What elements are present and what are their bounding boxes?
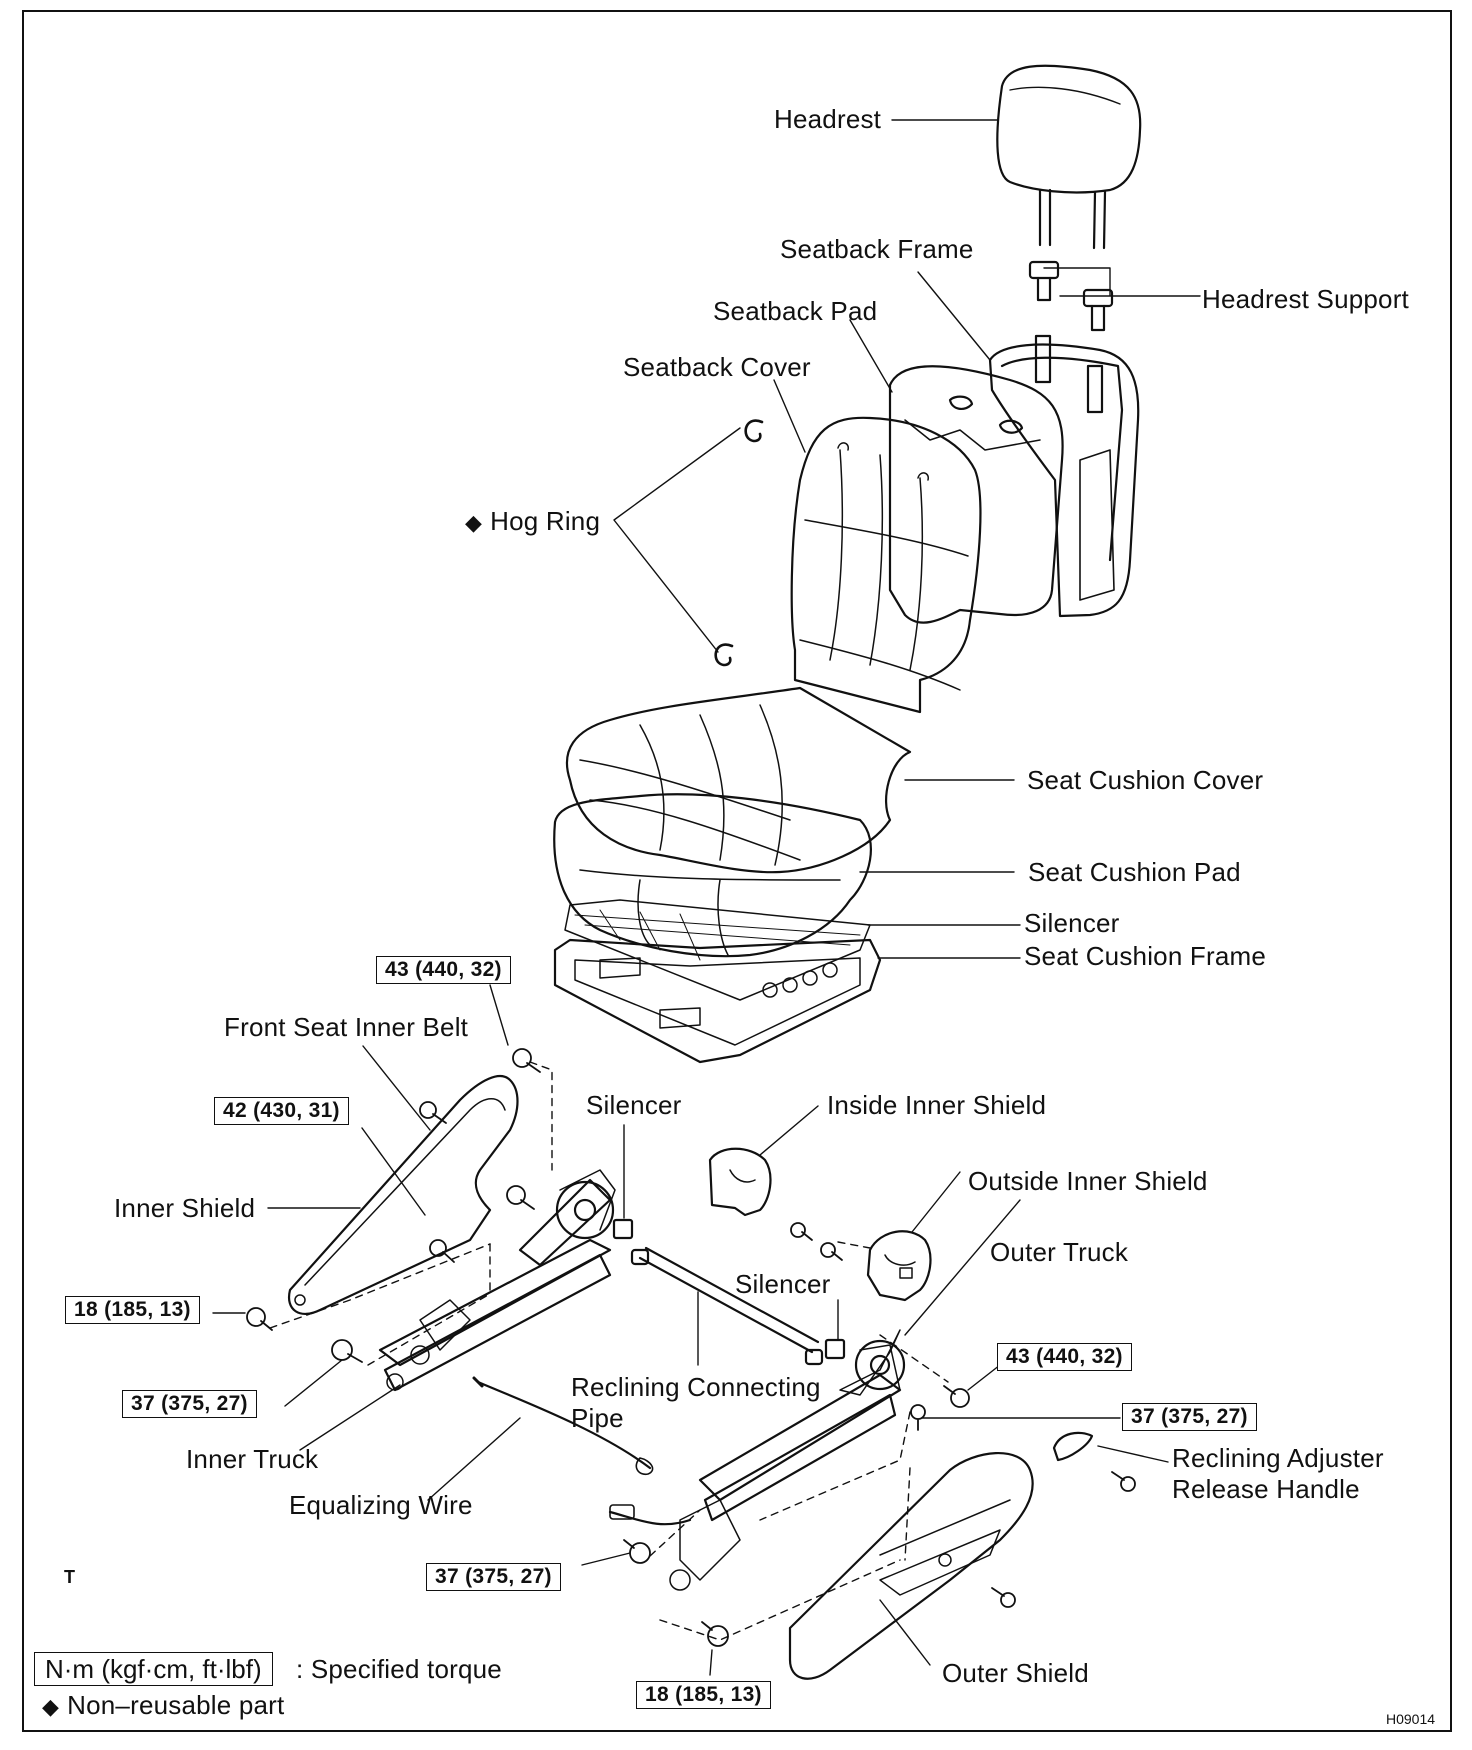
label-seatback-cover: Seatback Cover — [623, 352, 811, 382]
label-inner-truck: Inner Truck — [186, 1444, 319, 1474]
seatback-cover-drawing — [790, 416, 982, 714]
label-equalizing-wire: Equalizing Wire — [289, 1490, 473, 1520]
seatback-pad-drawing — [888, 365, 1064, 624]
label-headrest-support: Headrest Support — [1202, 284, 1409, 314]
hog-ring-drawing — [714, 419, 764, 667]
torque-43-right: 43 (440, 32) — [997, 1343, 1132, 1371]
leader-lines — [212, 119, 1201, 1676]
silencer-mesh-drawing — [564, 899, 871, 1001]
label-seatback-frame: Seatback Frame — [780, 234, 974, 264]
reclining-adjuster-release-handle-drawing — [1052, 1431, 1094, 1462]
outer-truck-drawing — [608, 1329, 906, 1591]
label-silencer-top: Silencer — [1024, 908, 1120, 938]
outer-shield-drawing — [788, 1451, 1034, 1680]
torque-37-right: 37 (375, 27) — [1122, 1403, 1257, 1431]
label-reclining-connecting-pipe-2: Pipe — [571, 1403, 624, 1433]
inside-inner-shield-drawing — [708, 1147, 772, 1217]
outside-inner-shield-drawing — [866, 1230, 932, 1302]
torque-43-top: 43 (440, 32) — [376, 956, 511, 984]
seat-cushion-pad-drawing — [553, 793, 872, 958]
label-hog-ring: ◆ Hog Ring — [465, 506, 600, 538]
headrest-drawing — [996, 64, 1142, 250]
label-silencer-low: Silencer — [735, 1269, 831, 1299]
dashed-assembly-lines — [269, 1061, 949, 1641]
nonreusable-legend-diamond-icon: ◆ — [42, 1694, 60, 1719]
corner-mark: T — [64, 1567, 76, 1587]
headrest-support-drawing — [1028, 260, 1114, 332]
label-seat-cushion-cover: Seat Cushion Cover — [1027, 765, 1264, 795]
legend-torque-text: : Specified torque — [296, 1654, 502, 1684]
bolts-drawing — [246, 1048, 1136, 1647]
label-reclining-adjuster: Reclining Adjuster — [1172, 1443, 1384, 1473]
label-release-handle: Release Handle — [1172, 1474, 1360, 1504]
legend-torque-box: N·m (kgf·cm, ft·lbf) — [34, 1652, 273, 1686]
label-front-seat-inner-belt: Front Seat Inner Belt — [224, 1012, 469, 1042]
label-seatback-pad: Seatback Pad — [713, 296, 878, 326]
seatback-frame-drawing — [988, 334, 1140, 618]
reclining-connecting-pipe-drawing — [630, 1246, 824, 1366]
legend-nonreusable: ◆ Non–reusable part — [42, 1690, 284, 1722]
seat-cushion-frame-drawing — [553, 938, 882, 1064]
torque-18-bottom: 18 (185, 13) — [636, 1681, 771, 1709]
inner-truck-drawing — [378, 1169, 616, 1392]
label-headrest: Headrest — [774, 104, 882, 134]
inner-shield-drawing — [287, 1075, 519, 1316]
legend-nonreusable-text: Non–reusable part — [67, 1690, 285, 1720]
label-seat-cushion-frame: Seat Cushion Frame — [1024, 941, 1267, 971]
silencer-block-drawing — [612, 1218, 846, 1360]
label-outside-inner-shield: Outside Inner Shield — [968, 1166, 1208, 1196]
torque-37-left: 37 (375, 27) — [122, 1390, 257, 1418]
label-reclining-connecting-pipe: Reclining Connecting — [571, 1372, 821, 1402]
label-seat-cushion-pad: Seat Cushion Pad — [1028, 857, 1241, 887]
torque-18-left: 18 (185, 13) — [65, 1296, 200, 1324]
diagram-border — [22, 10, 1452, 1732]
label-hog-ring-text: Hog Ring — [490, 506, 601, 536]
label-inside-inner-shield: Inside Inner Shield — [827, 1090, 1047, 1120]
nonreusable-diamond-icon: ◆ — [465, 510, 483, 535]
label-outer-truck: Outer Truck — [990, 1237, 1129, 1267]
torque-42: 42 (430, 31) — [214, 1097, 349, 1125]
label-inner-shield: Inner Shield — [114, 1193, 256, 1223]
label-silencer-mid: Silencer — [586, 1090, 682, 1120]
label-outer-shield: Outer Shield — [942, 1658, 1089, 1688]
torque-37-bottom: 37 (375, 27) — [426, 1563, 561, 1591]
figure-id: H09014 — [1386, 1711, 1436, 1727]
seat-cushion-cover-drawing — [565, 686, 912, 874]
equalizing-wire-drawing — [472, 1376, 654, 1476]
